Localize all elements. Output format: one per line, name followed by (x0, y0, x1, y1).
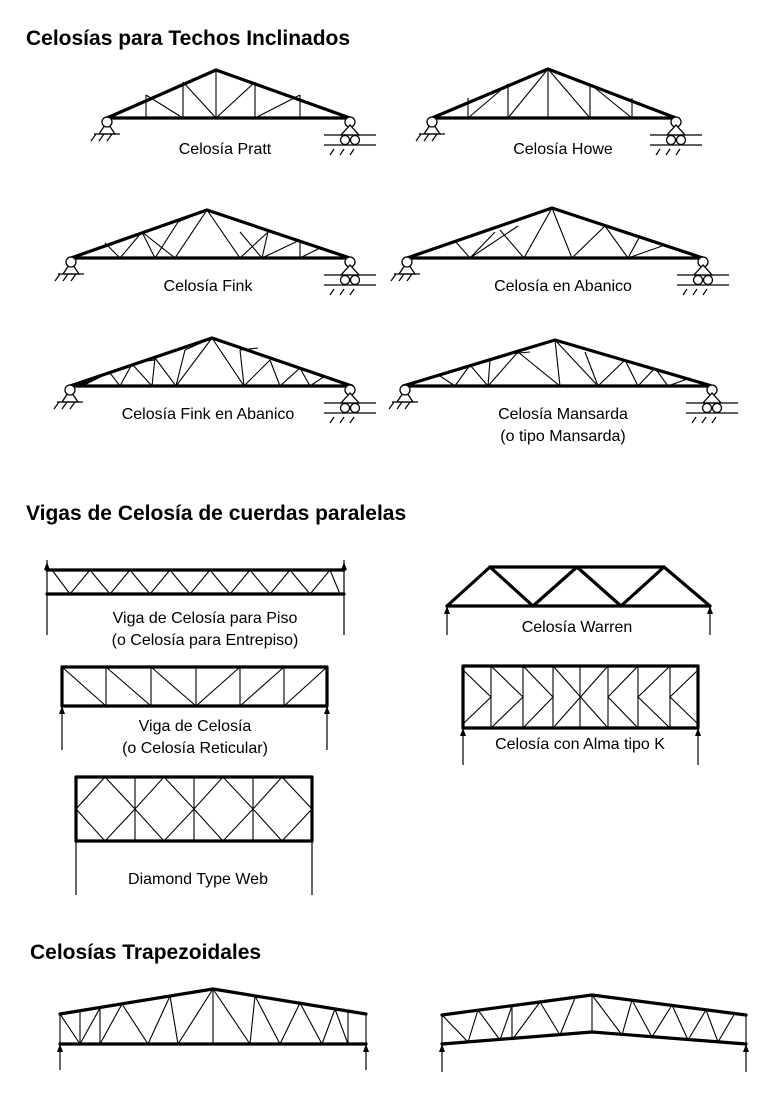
label-diamond: Diamond Type Web (128, 871, 268, 888)
label-mansard-line1: Celosía Mansarda (498, 406, 628, 423)
label-fink: Celosía Fink (163, 278, 253, 295)
truss-k-web (460, 664, 701, 765)
label-floor-truss: Viga de Celosía para Piso (o Celosía par… (75, 608, 335, 652)
label-fan: Celosía en Abanico (494, 278, 632, 295)
truss-howe (415, 67, 703, 156)
section-title-trapezoidal: Celosías Trapezoidales (30, 941, 262, 964)
truss-trapezoidal-1 (57, 987, 369, 1070)
label-k-web: Celosía con Alma tipo K (495, 736, 665, 753)
truss-pratt (90, 68, 377, 156)
label-lattice-line1: Viga de Celosía (138, 718, 252, 735)
truss-floor (44, 560, 347, 635)
truss-warren (444, 565, 713, 635)
truss-fan (390, 206, 730, 296)
label-mansard-line2: (o tipo Mansarda) (500, 428, 626, 445)
label-howe: Celosía Howe (513, 141, 613, 158)
label-fink-fan: Celosía Fink en Abanico (121, 406, 295, 423)
truss-diamond (74, 775, 314, 895)
truss-mansard (388, 338, 739, 424)
truss-lattice (59, 665, 330, 750)
label-floor-truss-line1: Viga de Celosía para Piso (112, 610, 298, 627)
section-title-pitched-roof: Celosías para Techos Inclinados (26, 27, 351, 50)
label-lattice-line2: (o Celosía Reticular) (122, 740, 268, 757)
label-pratt: Celosía Pratt (178, 141, 272, 158)
truss-trapezoidal-2 (439, 993, 749, 1072)
label-warren: Celosía Warren (521, 619, 633, 636)
label-floor-truss-line2: (o Celosía para Entrepiso) (111, 632, 299, 649)
truss-fink-fan (53, 336, 377, 424)
section-title-parallel-chord: Vigas de Celosía de cuerdas paralelas (26, 502, 407, 525)
label-mansard: Celosía Mansarda (o tipo Mansarda) (463, 404, 663, 448)
truss-fink (54, 208, 377, 296)
label-lattice: Viga de Celosía (o Celosía Reticular) (95, 716, 295, 760)
